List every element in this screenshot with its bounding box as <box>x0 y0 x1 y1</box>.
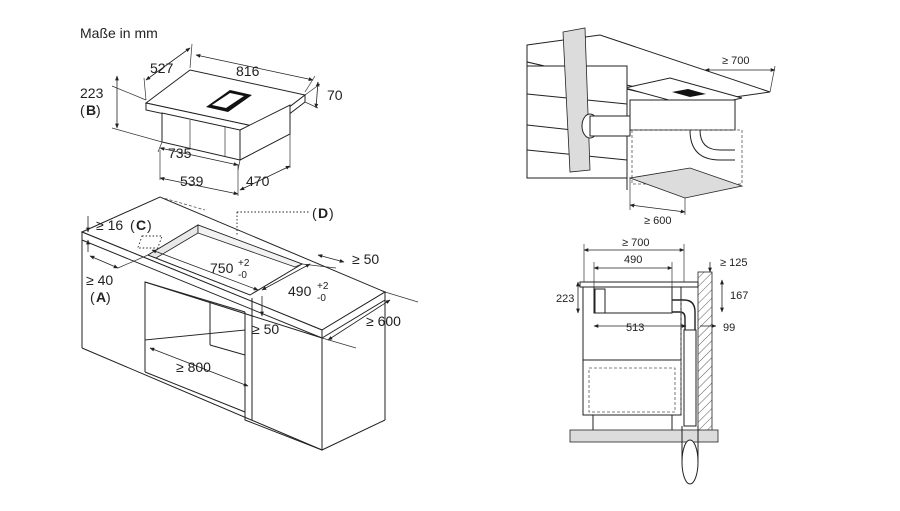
tol-750-plus: +2 <box>238 258 250 269</box>
svg-text:(: ( <box>90 289 95 305</box>
dim-816: 816 <box>236 63 260 79</box>
dim-sec-99: 99 <box>723 322 735 334</box>
dim-223: 223 <box>80 85 104 101</box>
dim-470: 470 <box>246 173 270 189</box>
dim-sec-167: 167 <box>730 290 748 302</box>
dim-70: 70 <box>327 87 343 103</box>
section-drawing <box>569 271 719 485</box>
dim-persp-700: ≥ 700 <box>722 55 749 67</box>
units-title: Maße in mm <box>80 25 158 41</box>
dim-735: 735 <box>168 145 192 161</box>
dim-sec-490: 490 <box>624 254 642 266</box>
dim-sec-700: ≥ 700 <box>622 237 649 249</box>
label-c: C <box>136 217 146 233</box>
svg-text:(: ( <box>312 205 317 221</box>
svg-text:(: ( <box>80 102 85 118</box>
dim-sec-125: ≥ 125 <box>720 257 747 269</box>
dim-490: 490 <box>288 283 312 299</box>
label-a: A <box>96 289 106 305</box>
tol-490-minus: -0 <box>317 293 326 304</box>
svg-text:): ) <box>96 102 101 118</box>
svg-text:): ) <box>106 289 111 305</box>
dim-min-50-back: ≥ 50 <box>352 251 379 267</box>
dim-sec-223: 223 <box>556 293 574 305</box>
tol-750-minus: -0 <box>238 270 247 281</box>
dim-min-800: ≥ 800 <box>176 359 211 375</box>
dim-527: 527 <box>150 60 174 76</box>
worktop-drawing <box>80 196 387 451</box>
worktop-dimensions: ≥ 16 ( C ) ( D ) ≥ 40 ( A ) 750 +2 -0 49… <box>86 205 419 387</box>
dim-min-50-side: ≥ 50 <box>252 321 279 337</box>
svg-text:): ) <box>147 217 152 233</box>
svg-text:): ) <box>329 205 334 221</box>
tol-490-plus: +2 <box>317 281 329 292</box>
hob-dimensions: 527 816 70 223 ( B ) 735 539 470 <box>80 43 343 196</box>
section-dimensions: ≥ 700 490 ≥ 125 223 167 513 99 <box>556 237 748 334</box>
perspective-drawing <box>526 27 771 215</box>
svg-text:(: ( <box>130 217 135 233</box>
dim-min-16: ≥ 16 <box>96 217 123 233</box>
dim-539: 539 <box>180 173 204 189</box>
dim-min-40: ≥ 40 <box>86 272 113 288</box>
dim-750: 750 <box>210 260 234 276</box>
label-d: D <box>318 205 328 221</box>
dim-persp-600: ≥ 600 <box>644 215 671 227</box>
perspective-dimensions: ≥ 700 ≥ 600 <box>629 55 776 227</box>
dim-min-600: ≥ 600 <box>366 313 401 329</box>
dim-sec-513: 513 <box>626 322 644 334</box>
label-b: B <box>86 102 96 118</box>
